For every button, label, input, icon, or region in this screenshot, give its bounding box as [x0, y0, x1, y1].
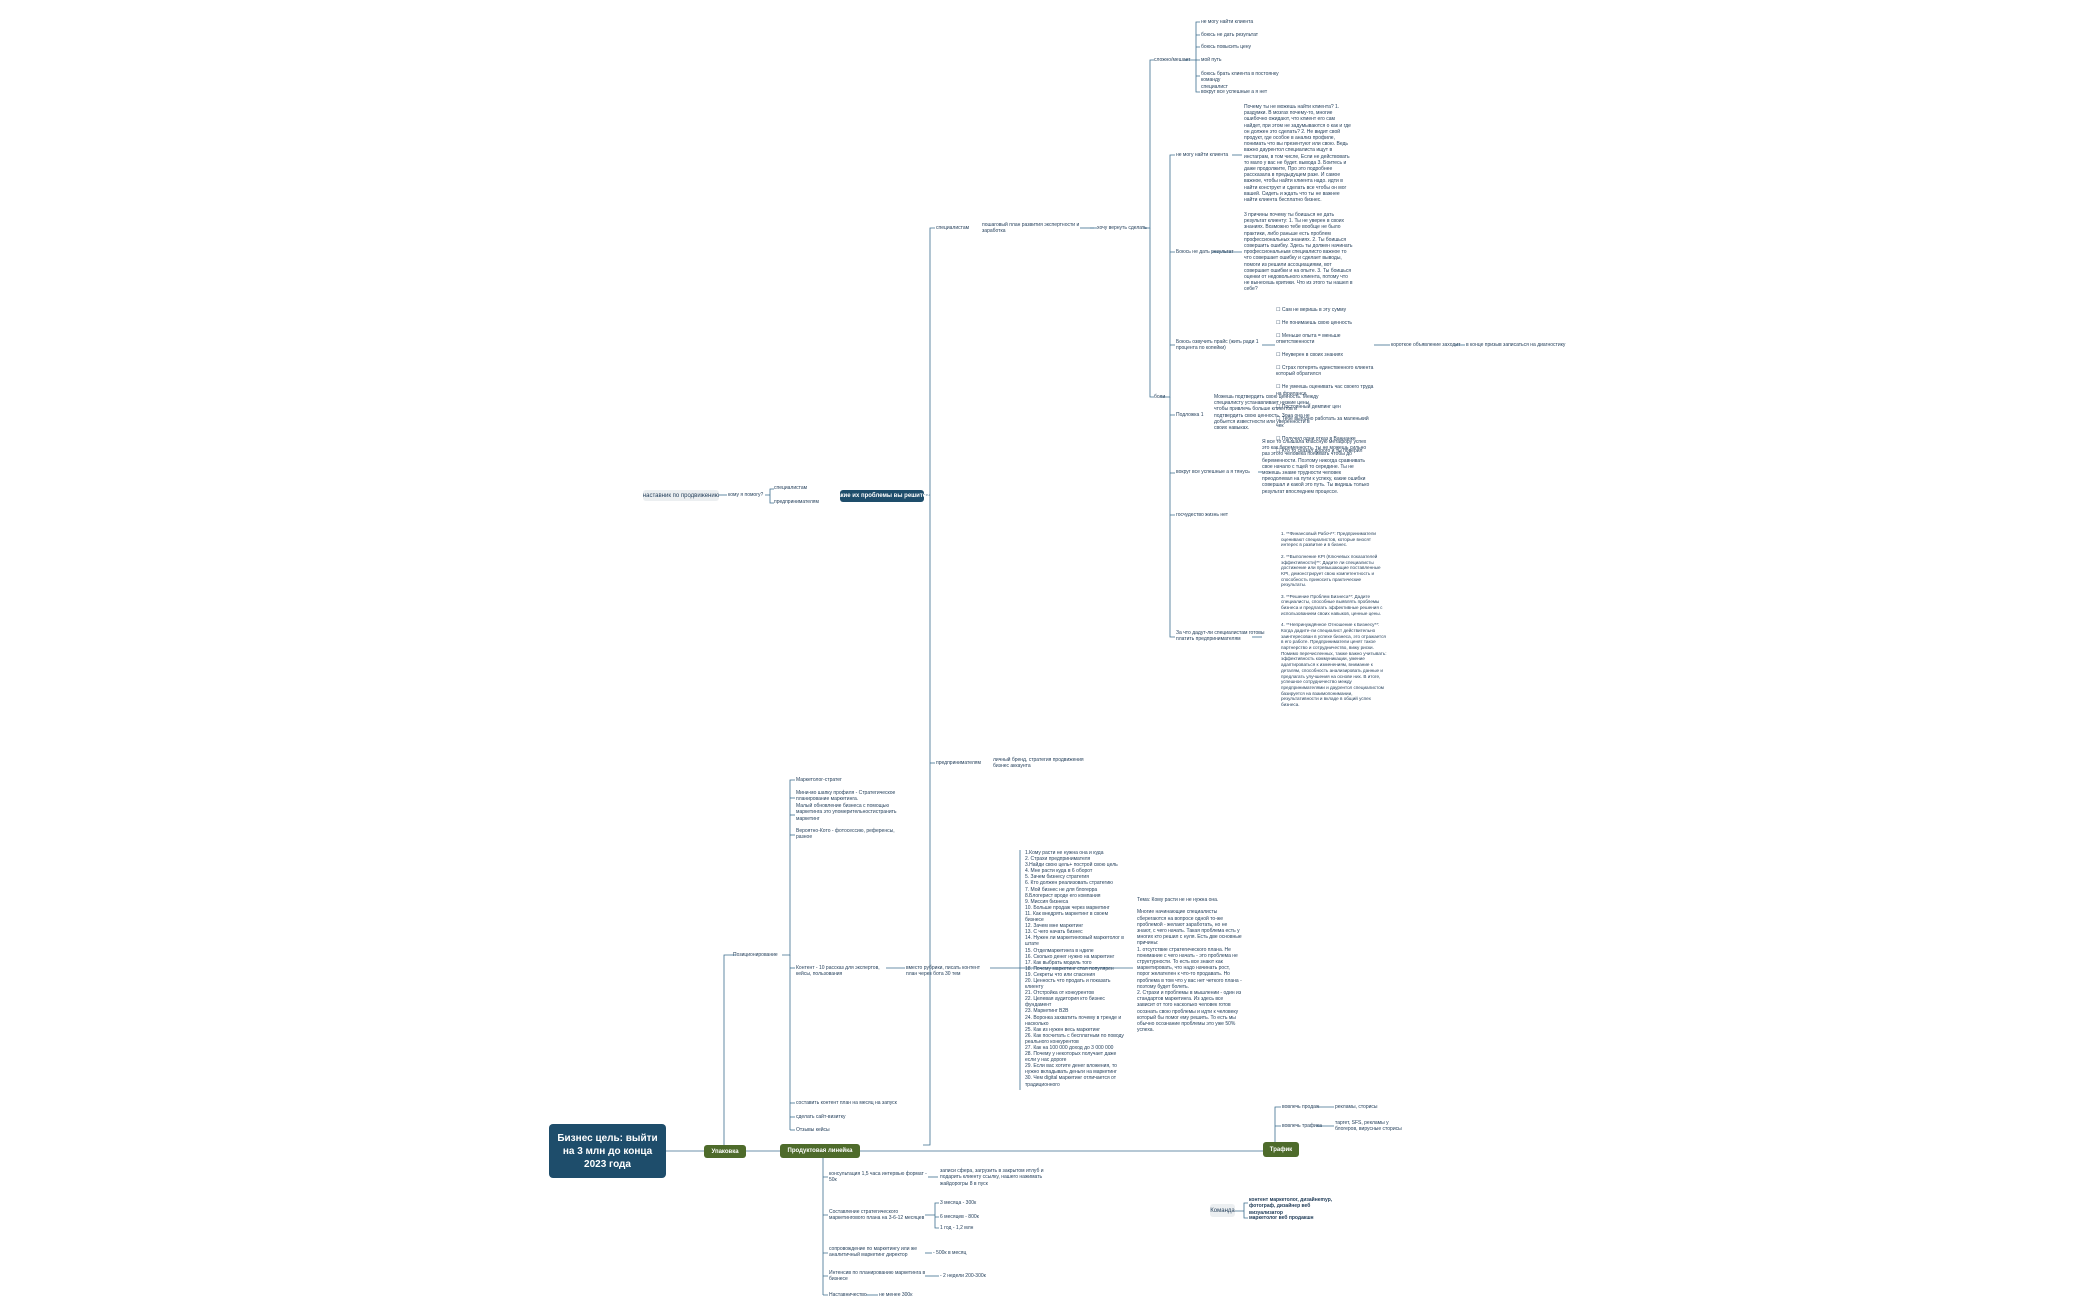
specialists-label: специалистам — [936, 225, 970, 231]
checklist-item[interactable]: ☐ Страх потерять единственного клиента к… — [1276, 365, 1374, 378]
pain-success-text: Я все то слышала классную метафору успех… — [1262, 439, 1370, 495]
branch-packaging[interactable]: Упаковка — [704, 1145, 746, 1158]
product-note: - 2 недели 200-300к — [940, 1273, 986, 1279]
pain-find-client-text: Почему ты не можешь найти клиента? 1. ра… — [1244, 104, 1351, 204]
root-goal-node[interactable]: Бизнес цель: выйти на 3 млн до конца 202… — [549, 1124, 666, 1178]
positioning-tail: сделать сайт-визитку — [796, 1114, 846, 1120]
traffic-item: вовлечь продаж — [1282, 1104, 1320, 1110]
hard-item: боюсь не дать результат — [1201, 32, 1259, 38]
checklist-item[interactable]: ☐ Сам не веришь в эту сумму — [1276, 307, 1347, 314]
pain-underlay-text: Можешь подтвердить свою ценность. Между … — [1214, 394, 1319, 432]
pain-pay-label: За что дадут-ли специалистам готовы плат… — [1176, 630, 1265, 643]
branch-team[interactable]: Команда — [1210, 1204, 1235, 1217]
product-note: не менее 300к — [879, 1292, 913, 1298]
team-item: контент маркетолог, дизайнеmyp, фотограф… — [1249, 1197, 1333, 1216]
specialists-desc: пошаговый план развития экспертности и з… — [982, 222, 1080, 235]
audience-question: кому я помогу? — [728, 492, 764, 498]
pain-success-label: вокруг все успешные а я тянусь — [1176, 469, 1250, 475]
content-sub: вместо рубрики, писать контент план чере… — [906, 965, 981, 978]
pain-result-text: 3 причины почему ты боишься не дать резу… — [1244, 212, 1353, 293]
checklist-item[interactable]: ☐ Постоянный демпинг цен — [1276, 403, 1341, 410]
hard-item: вокруг все успешные а я нет — [1201, 89, 1268, 95]
product-item: Интенсив по планированию маркетинга в би… — [829, 1270, 926, 1283]
pain-price-next: короткое объявление заходит — [1391, 342, 1461, 348]
pain-price-next2: в конце призыв записаться на диагностику — [1466, 342, 1566, 348]
pain-result-label: Боюсь не дать результат — [1176, 249, 1234, 255]
traffic-note: таргет, SFS, рекламы у блогеров, вирусны… — [1335, 1120, 1402, 1133]
positioning-label: Позиционирование — [733, 952, 778, 958]
pain-underlay-label: Подложка 1 — [1176, 412, 1204, 418]
hard-label: сложно/мешает — [1154, 57, 1191, 63]
hard-item: не могу найти клиента — [1201, 19, 1254, 25]
branch-product-line[interactable]: Продуктовая линейка — [780, 1144, 860, 1158]
checklist-item[interactable]: ☐ Меньше опыта = меньше ответственности — [1276, 333, 1341, 346]
product-sub: 3 месяца - 300к — [940, 1200, 977, 1206]
pain-pay-text: 1. **Финансовый Рабоч**: Предприниматели… — [1281, 531, 1387, 708]
pain-price-list: ☐ Сам не веришь в эту сумму ☐ Не понимае… — [1276, 301, 1376, 461]
pain-price-label: Боюсь озвучить прайс (жить ради 1 процен… — [1176, 339, 1259, 352]
traffic-item: вовлечь трафика — [1282, 1123, 1322, 1129]
audience-item-entrepreneurs: предпринимателям — [774, 499, 819, 505]
positioning-item: Мини-мо шапку профиля - Стратегическое п… — [796, 790, 897, 822]
pain-find-client-label: не могу найти клиента — [1176, 152, 1229, 158]
product-note: записи сфера, загрузить в закрытом итлуб… — [940, 1168, 1044, 1187]
content-topics: 1.Кому расти не нужна она и куда 2. Стра… — [1025, 850, 1124, 1088]
hard-item: боюсь брать клиента в постоянку команду … — [1201, 71, 1279, 90]
branch-traffic[interactable]: Трафик — [1263, 1142, 1299, 1157]
checklist-item[interactable]: ☐ Не умеешь оценивать час своего труда н… — [1276, 384, 1374, 397]
product-note: - 500к в месяц — [933, 1250, 967, 1256]
positioning-item: Маркетолог-стратег — [796, 777, 842, 783]
content-topic-desc: Тема: Кому расти не не нужна она. Многие… — [1137, 897, 1242, 1034]
product-item: консультация 1,5 часа интервью формат - … — [829, 1171, 927, 1184]
positioning-item: Вероятно-Кото - фотосессию, референсы, р… — [796, 828, 895, 841]
product-item: Наставничество — [829, 1292, 867, 1298]
product-sub: 1 год - 1,2 млн — [940, 1225, 974, 1231]
specialists-want: хочу вернуть сделать — [1097, 225, 1147, 231]
entrepreneurs-label: предпринимателям — [936, 760, 981, 766]
checklist-item[interactable]: ☐ Не понимаешь свою ценность — [1276, 320, 1353, 327]
traffic-note: рекламы, сторисы — [1335, 1104, 1378, 1110]
positioning-tail: составить контент план на месяц на запус… — [796, 1100, 897, 1106]
checklist-item[interactable]: ☐ Тебе выгодно работать за маленький чек — [1276, 416, 1369, 429]
pains-label: боли — [1154, 394, 1166, 400]
team-item: маркетолог веб продакшн — [1249, 1215, 1314, 1221]
hard-item: мой путь — [1201, 57, 1222, 63]
positioning-tail: Отзывы кейсы — [796, 1127, 830, 1133]
product-item: сопровождение по маркетингу или же анали… — [829, 1246, 918, 1259]
checklist-item[interactable]: ☐ Неуверен в своих знаниях — [1276, 352, 1344, 359]
audience-item-specialists: специалистам — [774, 485, 808, 491]
hard-item: боюсь повысить цену — [1201, 44, 1252, 50]
branch-problem[interactable]: какие их проблемы вы решите? — [834, 490, 930, 502]
checklist-item[interactable]: ☐ Получил одни отказ в Ваннанке — [1276, 435, 1356, 442]
checklist-item[interactable]: ☐ Кто то сказал дорого и ты поверил — [1276, 448, 1363, 455]
content-label: Контент - 10 рассказ для экспертов, кейс… — [796, 965, 880, 978]
entrepreneurs-desc: личный бренд, стратегия продвижения бизн… — [993, 757, 1084, 770]
product-item: Составление стратегического маркетингово… — [829, 1209, 925, 1222]
product-sub: 6 месяцев - 800к — [940, 1214, 979, 1220]
pain-state-label: госчудество жизнь нет — [1176, 512, 1228, 518]
audience-label[interactable]: наставник по продвижению — [643, 490, 719, 501]
